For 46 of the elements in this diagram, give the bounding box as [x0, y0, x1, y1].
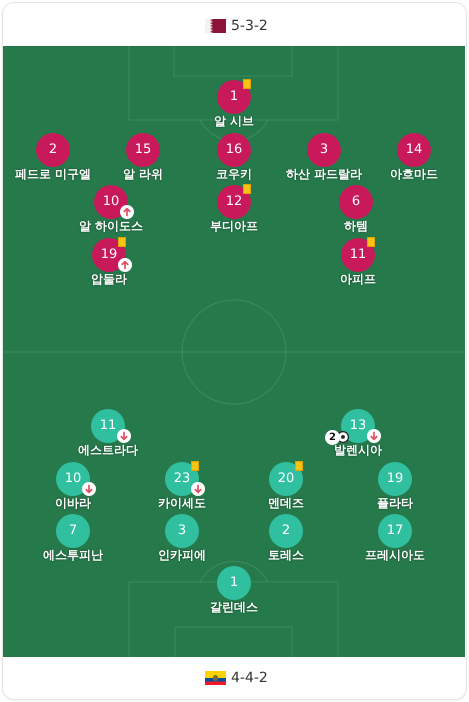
player-name: 아흐마드	[390, 167, 438, 181]
jersey-number: 10	[64, 471, 82, 487]
jersey-number: 1	[230, 575, 238, 591]
jersey-number: 12	[226, 194, 242, 210]
formation-label: 5-3-2	[231, 17, 268, 35]
jersey-number: 2	[282, 523, 290, 539]
player-name: 알 라위	[122, 167, 164, 181]
jersey-number: 11	[350, 247, 366, 263]
jersey-number: 10	[102, 194, 120, 210]
formation-label: 4-4-2	[231, 669, 268, 687]
player-name: 알 시브	[214, 114, 254, 128]
player-name: 에스투피난	[43, 548, 103, 562]
player-name: 카이세도	[158, 496, 206, 510]
player-name: 페드로 미구엘	[14, 167, 92, 181]
jersey-number: 17	[386, 523, 404, 539]
jersey-number: 19	[100, 247, 118, 263]
jersey-number: 19	[386, 471, 404, 487]
player-name: 이바라	[55, 496, 91, 510]
player-name: 프레시아도	[365, 548, 425, 562]
player-name: 멘데즈	[268, 496, 304, 510]
player-name: 토레스	[268, 548, 304, 562]
player-name: 부디아프	[210, 219, 258, 233]
jersey-number: 20	[278, 471, 294, 487]
player-name: 발렌시아	[334, 443, 382, 457]
player-name: 알 하이도스	[78, 219, 144, 233]
jersey-number: 3	[320, 142, 328, 158]
player-name: 아피프	[340, 272, 376, 286]
jersey-number: 11	[100, 418, 116, 434]
jersey-number: 7	[68, 523, 78, 539]
player-name: 플라타	[377, 496, 413, 510]
player-name: 코우키	[216, 167, 252, 181]
player-name: 갈린데스	[210, 600, 258, 614]
player-name: 압둘라	[91, 272, 127, 286]
jersey-number: 23	[174, 471, 190, 487]
jersey-number: 13	[350, 418, 366, 434]
player-name: 하산 파드랄라	[286, 167, 362, 181]
jersey-number: 3	[178, 523, 186, 539]
jersey-number: 1	[230, 89, 238, 105]
player-name: 하템	[344, 219, 368, 233]
jersey-number: 6	[352, 194, 360, 210]
jersey-number: 15	[134, 142, 152, 158]
jersey-number: 2	[48, 142, 58, 158]
jersey-number: 14	[406, 142, 422, 158]
player-name: 에스트라다	[78, 443, 138, 457]
jersey-number: 16	[226, 142, 242, 158]
player-name: 인카피에	[158, 548, 206, 562]
